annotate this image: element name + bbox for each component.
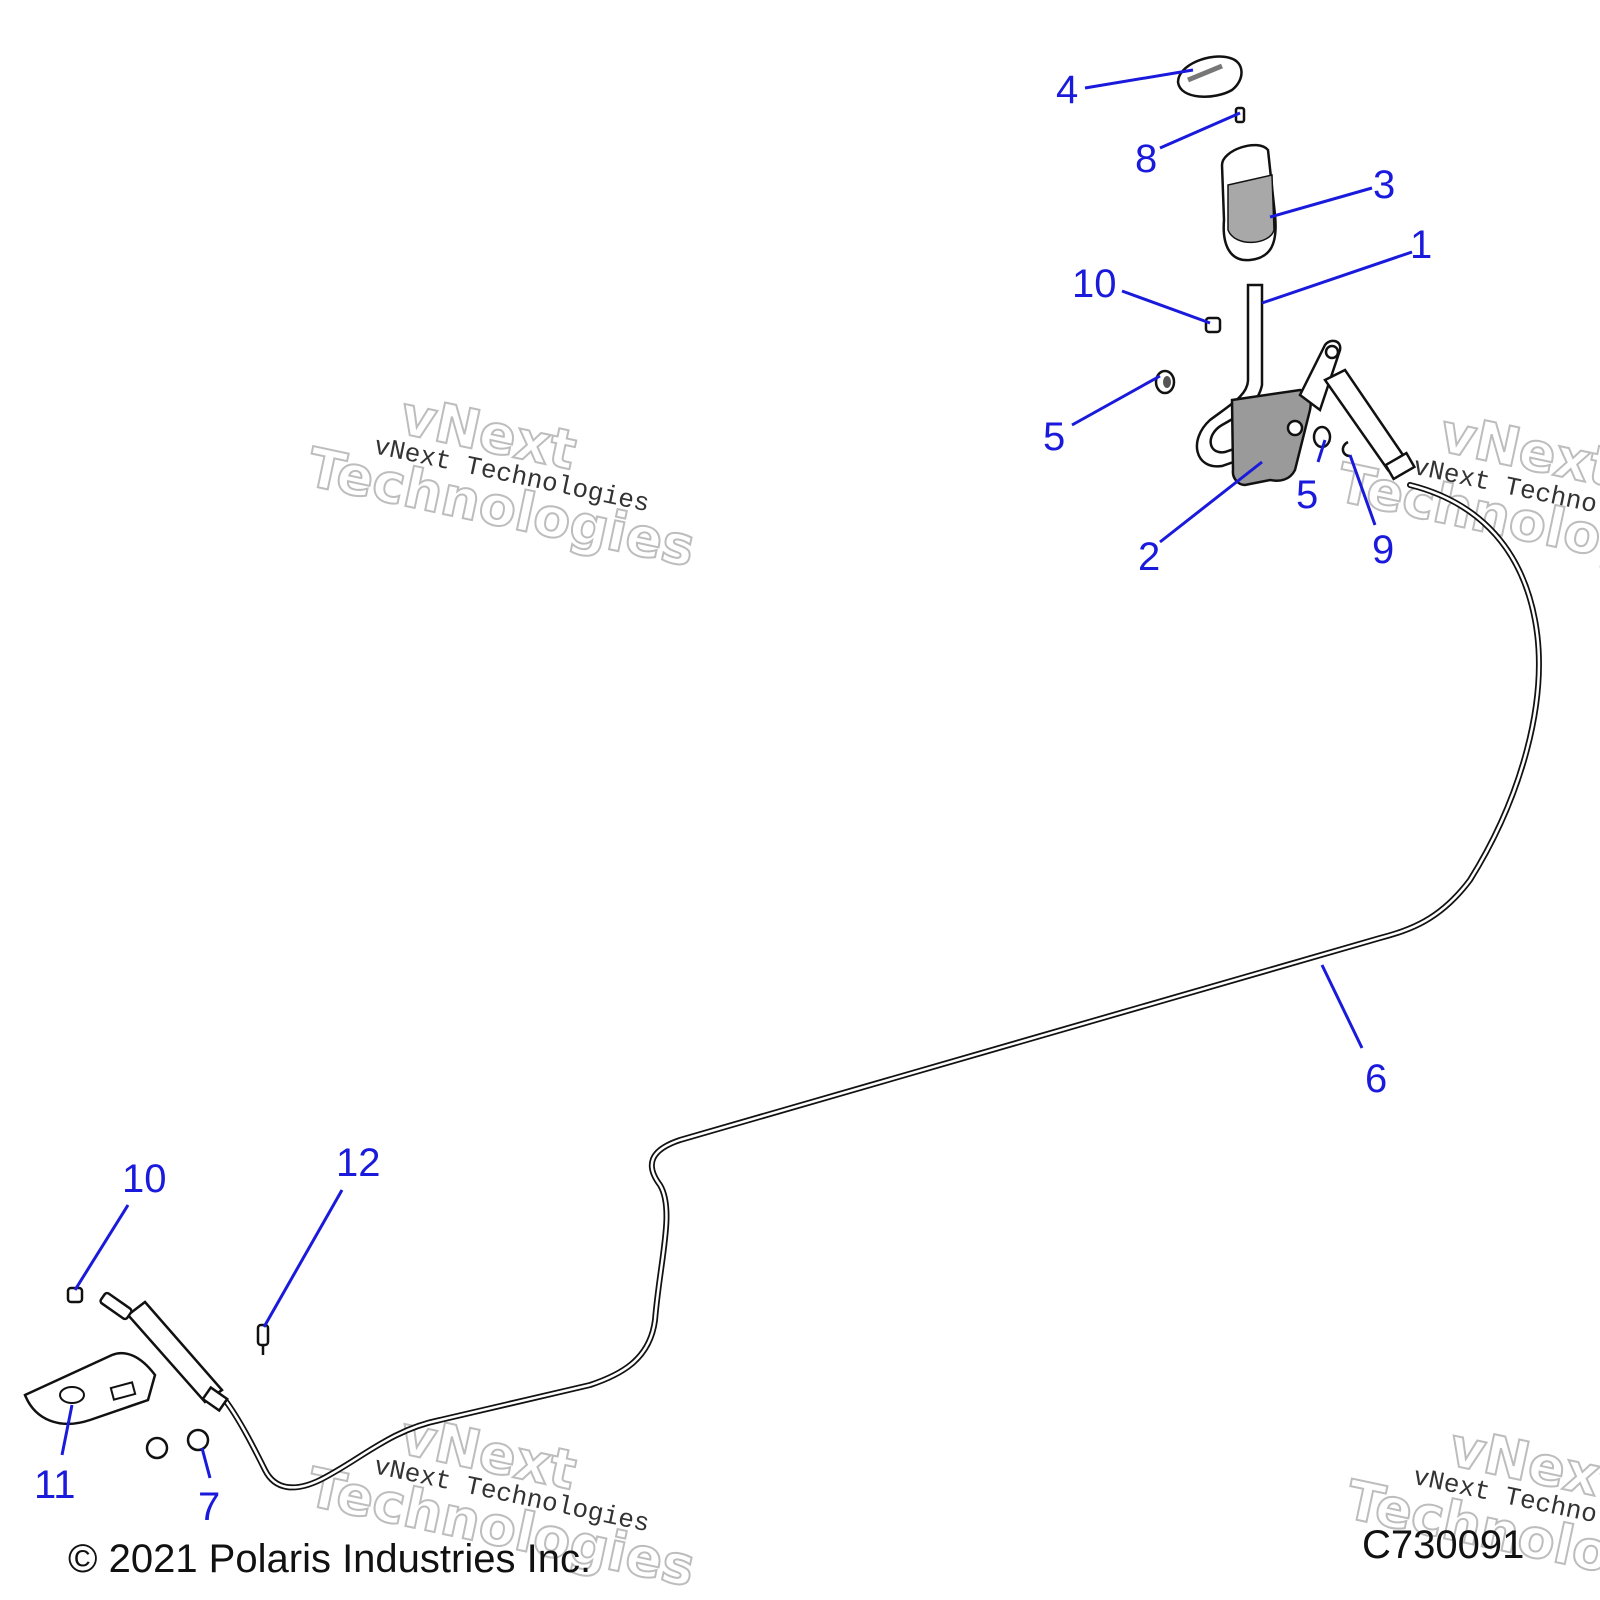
part-6-cable-end-lower <box>99 1291 229 1413</box>
part-6-cable <box>222 482 1542 1491</box>
part-5-bushing-upper <box>1154 369 1176 395</box>
callout-10-lower: 10 <box>122 1157 167 1201</box>
copyright-text: © 2021 Polaris Industries Inc. <box>68 1537 591 1581</box>
callout-12: 12 <box>336 1141 381 1185</box>
callout-7: 7 <box>198 1485 220 1529</box>
callout-5-right: 5 <box>1296 473 1318 517</box>
part-5-bushing-lower <box>1312 425 1332 449</box>
part-10-nut-lower <box>66 1286 84 1304</box>
figure-code: C730091 <box>1362 1523 1524 1567</box>
watermark-bottom-right: vNext Technologies vNext Technologies <box>1340 1414 1600 1600</box>
callout-8: 8 <box>1135 137 1157 181</box>
callout-1: 1 <box>1410 223 1432 267</box>
part-7-nut-pair <box>145 1428 210 1460</box>
part-2-shifter-housing <box>1230 339 1342 487</box>
callout-2: 2 <box>1138 535 1160 579</box>
part-4-knob-cap <box>1176 55 1243 98</box>
callout-3: 3 <box>1373 163 1395 207</box>
part-11-bracket <box>23 1351 157 1425</box>
part-10-nut-upper <box>1204 316 1222 334</box>
callout-5-left: 5 <box>1043 415 1065 459</box>
watermark-top-left: vNext Technologies vNext Technologies <box>301 383 701 580</box>
part-6-cable-end-upper <box>1323 368 1417 481</box>
callout-10-upper: 10 <box>1072 262 1117 306</box>
part-3-knob <box>1220 143 1277 262</box>
callout-11: 11 <box>34 1463 76 1507</box>
callout-6: 6 <box>1365 1057 1387 1101</box>
leader-lines <box>60 68 1413 1479</box>
callout-4: 4 <box>1056 68 1078 112</box>
callout-9: 9 <box>1372 528 1394 572</box>
part-9-clip <box>1341 440 1351 458</box>
callout-labels: 4 8 3 1 10 5 5 2 9 6 10 12 11 7 <box>34 68 1432 1529</box>
part-12-fastener <box>256 1323 270 1355</box>
